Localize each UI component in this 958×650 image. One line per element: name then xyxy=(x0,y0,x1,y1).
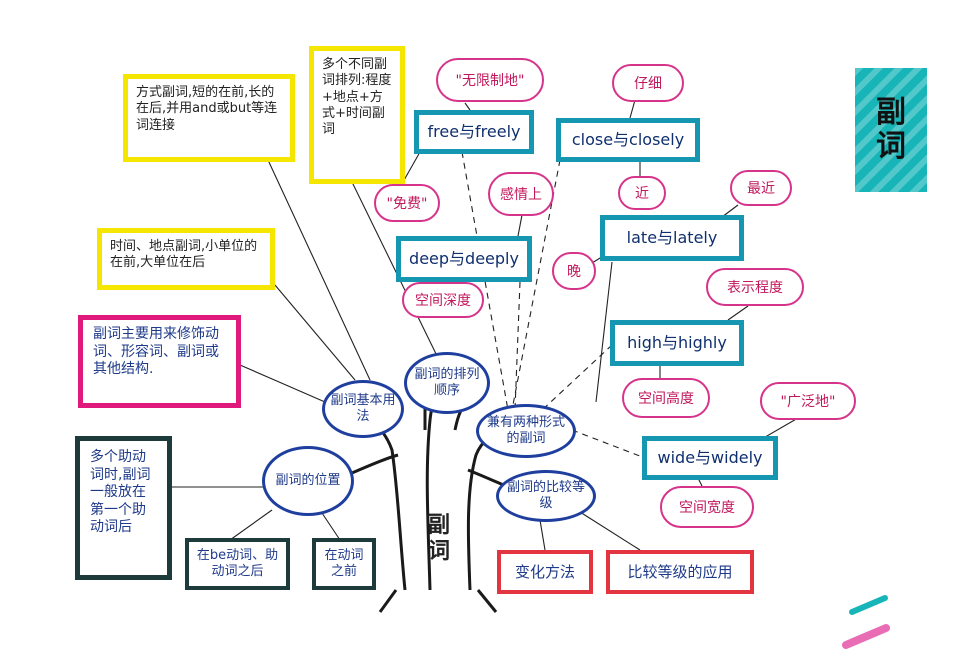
solid-connectors xyxy=(170,99,799,551)
decor-stroke-teal xyxy=(849,595,888,615)
dashed-connectors xyxy=(461,151,646,459)
root-label: 副词 xyxy=(427,512,450,565)
note-aux-verbs: 多个助动词时,副词一般放在第一个助动词后 xyxy=(75,436,172,580)
branch-order: 副词的排列顺序 xyxy=(404,352,490,414)
cloud-carefully: 仔细 xyxy=(612,64,684,102)
pair-late-lately: late与lately xyxy=(600,215,744,261)
compare-usage: 比较等级的应用 xyxy=(606,550,754,594)
branch-position: 副词的位置 xyxy=(262,446,354,516)
note-multi-order: 多个不同副词排列:程度+地点+方式+时间副词 xyxy=(309,46,405,184)
pair-wide-widely: wide与widely xyxy=(642,436,778,480)
pair-high-highly: high与highly xyxy=(610,320,744,366)
note-usage: 副词主要用来修饰动词、形容词、副词或其他结构. xyxy=(78,315,241,408)
cloud-near: 近 xyxy=(618,176,666,210)
title-text: 副词 xyxy=(876,94,906,164)
note-manner-adverbs: 方式副词,短的在前,长的在后,并用and或but等连词连接 xyxy=(123,74,295,162)
title-banner: 副词 xyxy=(855,68,927,192)
note-time-place: 时间、地点副词,小单位的在前,大单位在后 xyxy=(97,228,275,290)
cloud-widely: "广泛地" xyxy=(760,382,856,420)
pair-deep-deeply: deep与deeply xyxy=(396,236,532,282)
branch-two-forms: 兼有两种形式的副词 xyxy=(476,404,576,458)
position-before-verb: 在动词之前 xyxy=(312,538,376,590)
cloud-recently: 最近 xyxy=(730,170,792,206)
decor-stroke-pink xyxy=(842,624,890,649)
pair-free-freely: free与freely xyxy=(414,110,534,154)
cloud-late: 晚 xyxy=(552,252,596,290)
position-after-be: 在be动词、助动词之后 xyxy=(185,538,290,590)
cloud-emotionally: 感情上 xyxy=(488,172,554,216)
branch-compare: 副词的比较等级 xyxy=(496,470,596,522)
cloud-degree: 表示程度 xyxy=(706,268,804,306)
cloud-space-height: 空间高度 xyxy=(622,378,710,418)
cloud-space-depth: 空间深度 xyxy=(402,282,484,318)
cloud-unlimited: "无限制地" xyxy=(436,58,544,102)
cloud-free: "免费" xyxy=(374,184,440,222)
pair-close-closely: close与closely xyxy=(556,118,700,162)
branch-basic-usage: 副词基本用法 xyxy=(322,380,404,438)
cloud-space-width: 空间宽度 xyxy=(660,486,754,528)
compare-change-method: 变化方法 xyxy=(497,550,593,594)
